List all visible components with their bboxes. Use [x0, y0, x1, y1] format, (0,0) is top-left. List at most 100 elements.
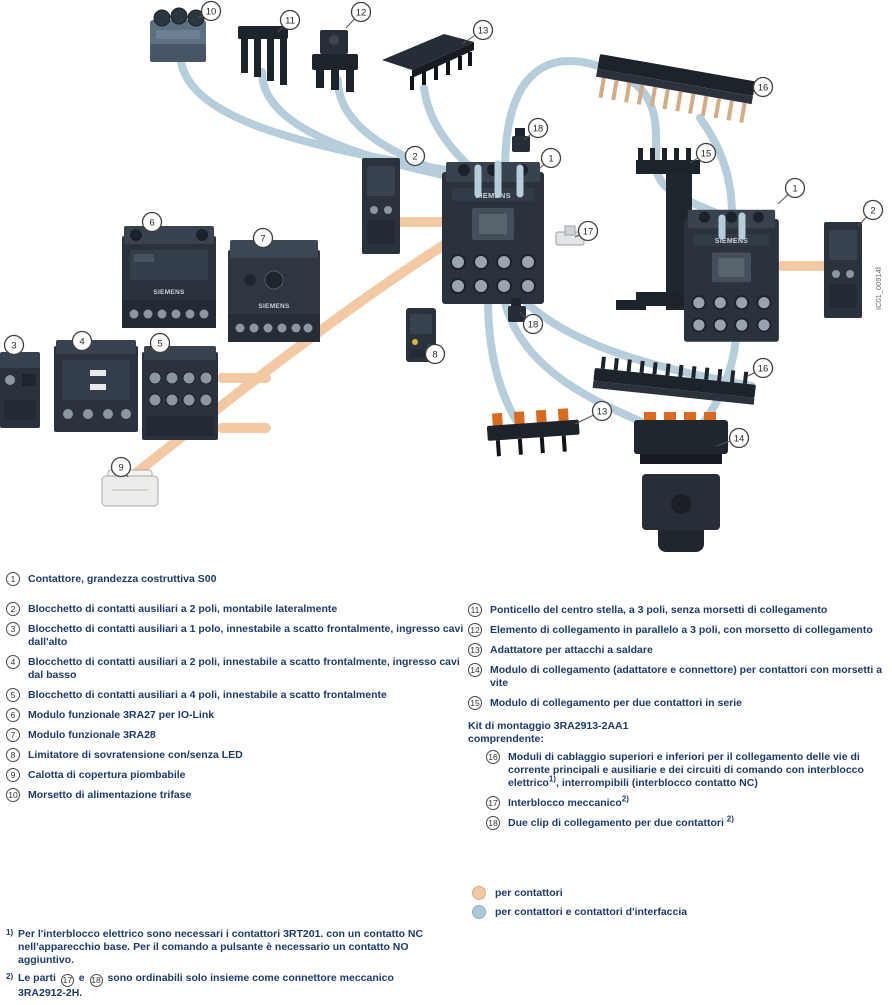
legend-item-label: Adattatore per attacchi a saldare: [490, 644, 653, 656]
diagram-callout: 1: [540, 147, 562, 169]
contactor-s00-center: [441, 161, 545, 305]
legend-item-label: Limitatore di sovratensione con/senza LE…: [28, 749, 243, 761]
svg-text:3: 3: [11, 341, 16, 352]
footnotes: 1) Per l'interblocco elettrico sono nece…: [6, 928, 440, 1005]
assembly-diagram: SIEMENS: [0, 0, 884, 552]
brand-label: SIEMENS: [258, 303, 290, 310]
callout-number: 4: [6, 655, 20, 669]
legend-item: 4 Blocchetto di contatti ausiliari a 2 po…: [6, 655, 468, 682]
diagram-callout: 14: [728, 427, 750, 449]
diagram-callout: 16: [752, 76, 774, 98]
footnote-marker: 2): [726, 814, 734, 824]
aux-block-4pole: [142, 346, 218, 440]
connecting-clip-top: [512, 128, 530, 152]
footnote-marker: 1): [6, 928, 14, 937]
callout-number: 6: [6, 708, 20, 722]
svg-text:13: 13: [597, 407, 608, 418]
legend-item-label: Blocchetto di contatti ausiliari a 2 pol…: [28, 656, 460, 681]
svg-text:6: 6: [149, 218, 154, 229]
callout-number: 17: [60, 974, 74, 987]
legend-item-label: Modulo funzionale 3RA28: [28, 729, 156, 741]
callout-number: 10: [6, 788, 20, 802]
diagram-callout: 17: [577, 220, 599, 242]
diagram-callout: 2: [404, 145, 426, 167]
callout-number: 17: [486, 796, 500, 810]
legend-item-label: Modulo di collegamento per due contattor…: [490, 697, 743, 709]
legend-item-label: Blocchetto di contatti ausiliari a 4 pol…: [28, 689, 387, 701]
svg-text:2: 2: [870, 206, 875, 217]
footnote-1: 1) Per l'interblocco elettrico sono nece…: [6, 928, 440, 967]
svg-text:13: 13: [478, 26, 489, 37]
legend-item-label: Calotta di copertura piombabile: [28, 769, 186, 781]
kit-subtitle: comprendente:: [468, 733, 544, 745]
diagram-callout: 18: [522, 313, 544, 335]
solder-pin-adapter-bottom: [486, 408, 580, 457]
callout-number: 5: [6, 688, 20, 702]
svg-text:4: 4: [79, 337, 84, 348]
diagram-callout: 2: [862, 199, 884, 221]
diagram-callout: 7: [252, 227, 274, 249]
sealable-cover: [101, 469, 159, 507]
parallel-link-element: [312, 30, 358, 92]
peach-dot-icon: [472, 886, 486, 900]
footnote2-text-b: e: [75, 972, 88, 984]
blue-dot-icon: [472, 905, 486, 919]
callout-number: 12: [468, 623, 482, 637]
callout-number: 14: [468, 663, 482, 677]
svg-text:17: 17: [583, 227, 594, 238]
diagram-callout: 18: [527, 117, 549, 139]
callout-number: 18: [89, 974, 103, 987]
blue-wiring-front: [474, 160, 746, 240]
wiring-module-top: [596, 54, 756, 123]
function-module-3ra27: SIEMENS: [122, 226, 216, 328]
kit-item16-text-b: , interrompibili (interblocco contatto N…: [555, 777, 758, 789]
diagram-callout: 15: [695, 142, 717, 164]
diagram-callout: 6: [141, 211, 163, 233]
star-point-bridge: [238, 26, 288, 85]
footnote-marker: 1): [548, 774, 556, 784]
svg-text:11: 11: [285, 16, 295, 27]
legend-item: 5 Blocchetto di contatti ausiliari a 4 po…: [6, 688, 468, 702]
aux-block-2pole: [54, 340, 138, 432]
diagram-callout: 8: [424, 343, 446, 365]
diagram-callout: 13: [472, 19, 494, 41]
diagram-callout: 16: [752, 357, 774, 379]
legend-item-label: Moduli di cablaggio superiori e inferior…: [508, 750, 892, 790]
callout-number: 18: [486, 816, 500, 830]
svg-text:14: 14: [734, 434, 745, 445]
kit-items: 16 Moduli di cablaggio superiori e infer…: [486, 750, 892, 830]
color-key-label: per contattori: [495, 887, 563, 899]
legend-item-label: Due clip di collegamento per due contatt…: [508, 814, 734, 830]
brand-label: SIEMENS: [153, 289, 185, 296]
kit-title: Kit di montaggio 3RA2913-2AA1: [468, 720, 629, 732]
callout-number: 7: [6, 728, 20, 742]
wiring-module-bottom: [592, 356, 756, 405]
color-key: per contattori per contattori e contatto…: [472, 886, 687, 924]
legend-item-label: Ponticello del centro stella, a 3 poli, …: [490, 604, 828, 616]
legend-item-label: Blocchetto di contatti ausiliari a 1 pol…: [28, 623, 464, 648]
color-key-row: per contattori: [472, 886, 687, 900]
legend-item: 12 Elemento di collegamento in parallelo …: [468, 623, 892, 637]
figure-id: IC01_00914f: [874, 266, 883, 310]
footnote2-text-c: sono ordinabili solo insieme come connet…: [18, 972, 394, 999]
legend-item: 16 Moduli di cablaggio superiori e infer…: [486, 750, 892, 790]
legend-item: 18 Due clip di collegamento per due cont…: [486, 814, 892, 830]
diagram-callout: 9: [110, 456, 132, 478]
legend-item-label: Elemento di collegamento in parallelo a …: [490, 624, 873, 636]
legend-item-label: Modulo di collegamento (adattatore e con…: [490, 664, 883, 689]
aux-contact-block-lateral-right: [824, 222, 862, 318]
legend-item-label: Interblocco meccanico2): [508, 795, 629, 810]
footnote-marker: 2): [6, 972, 14, 981]
color-key-label: per contattori e contattori d'interfacci…: [495, 906, 688, 918]
aux-contact-block-lateral-left: [362, 158, 400, 254]
